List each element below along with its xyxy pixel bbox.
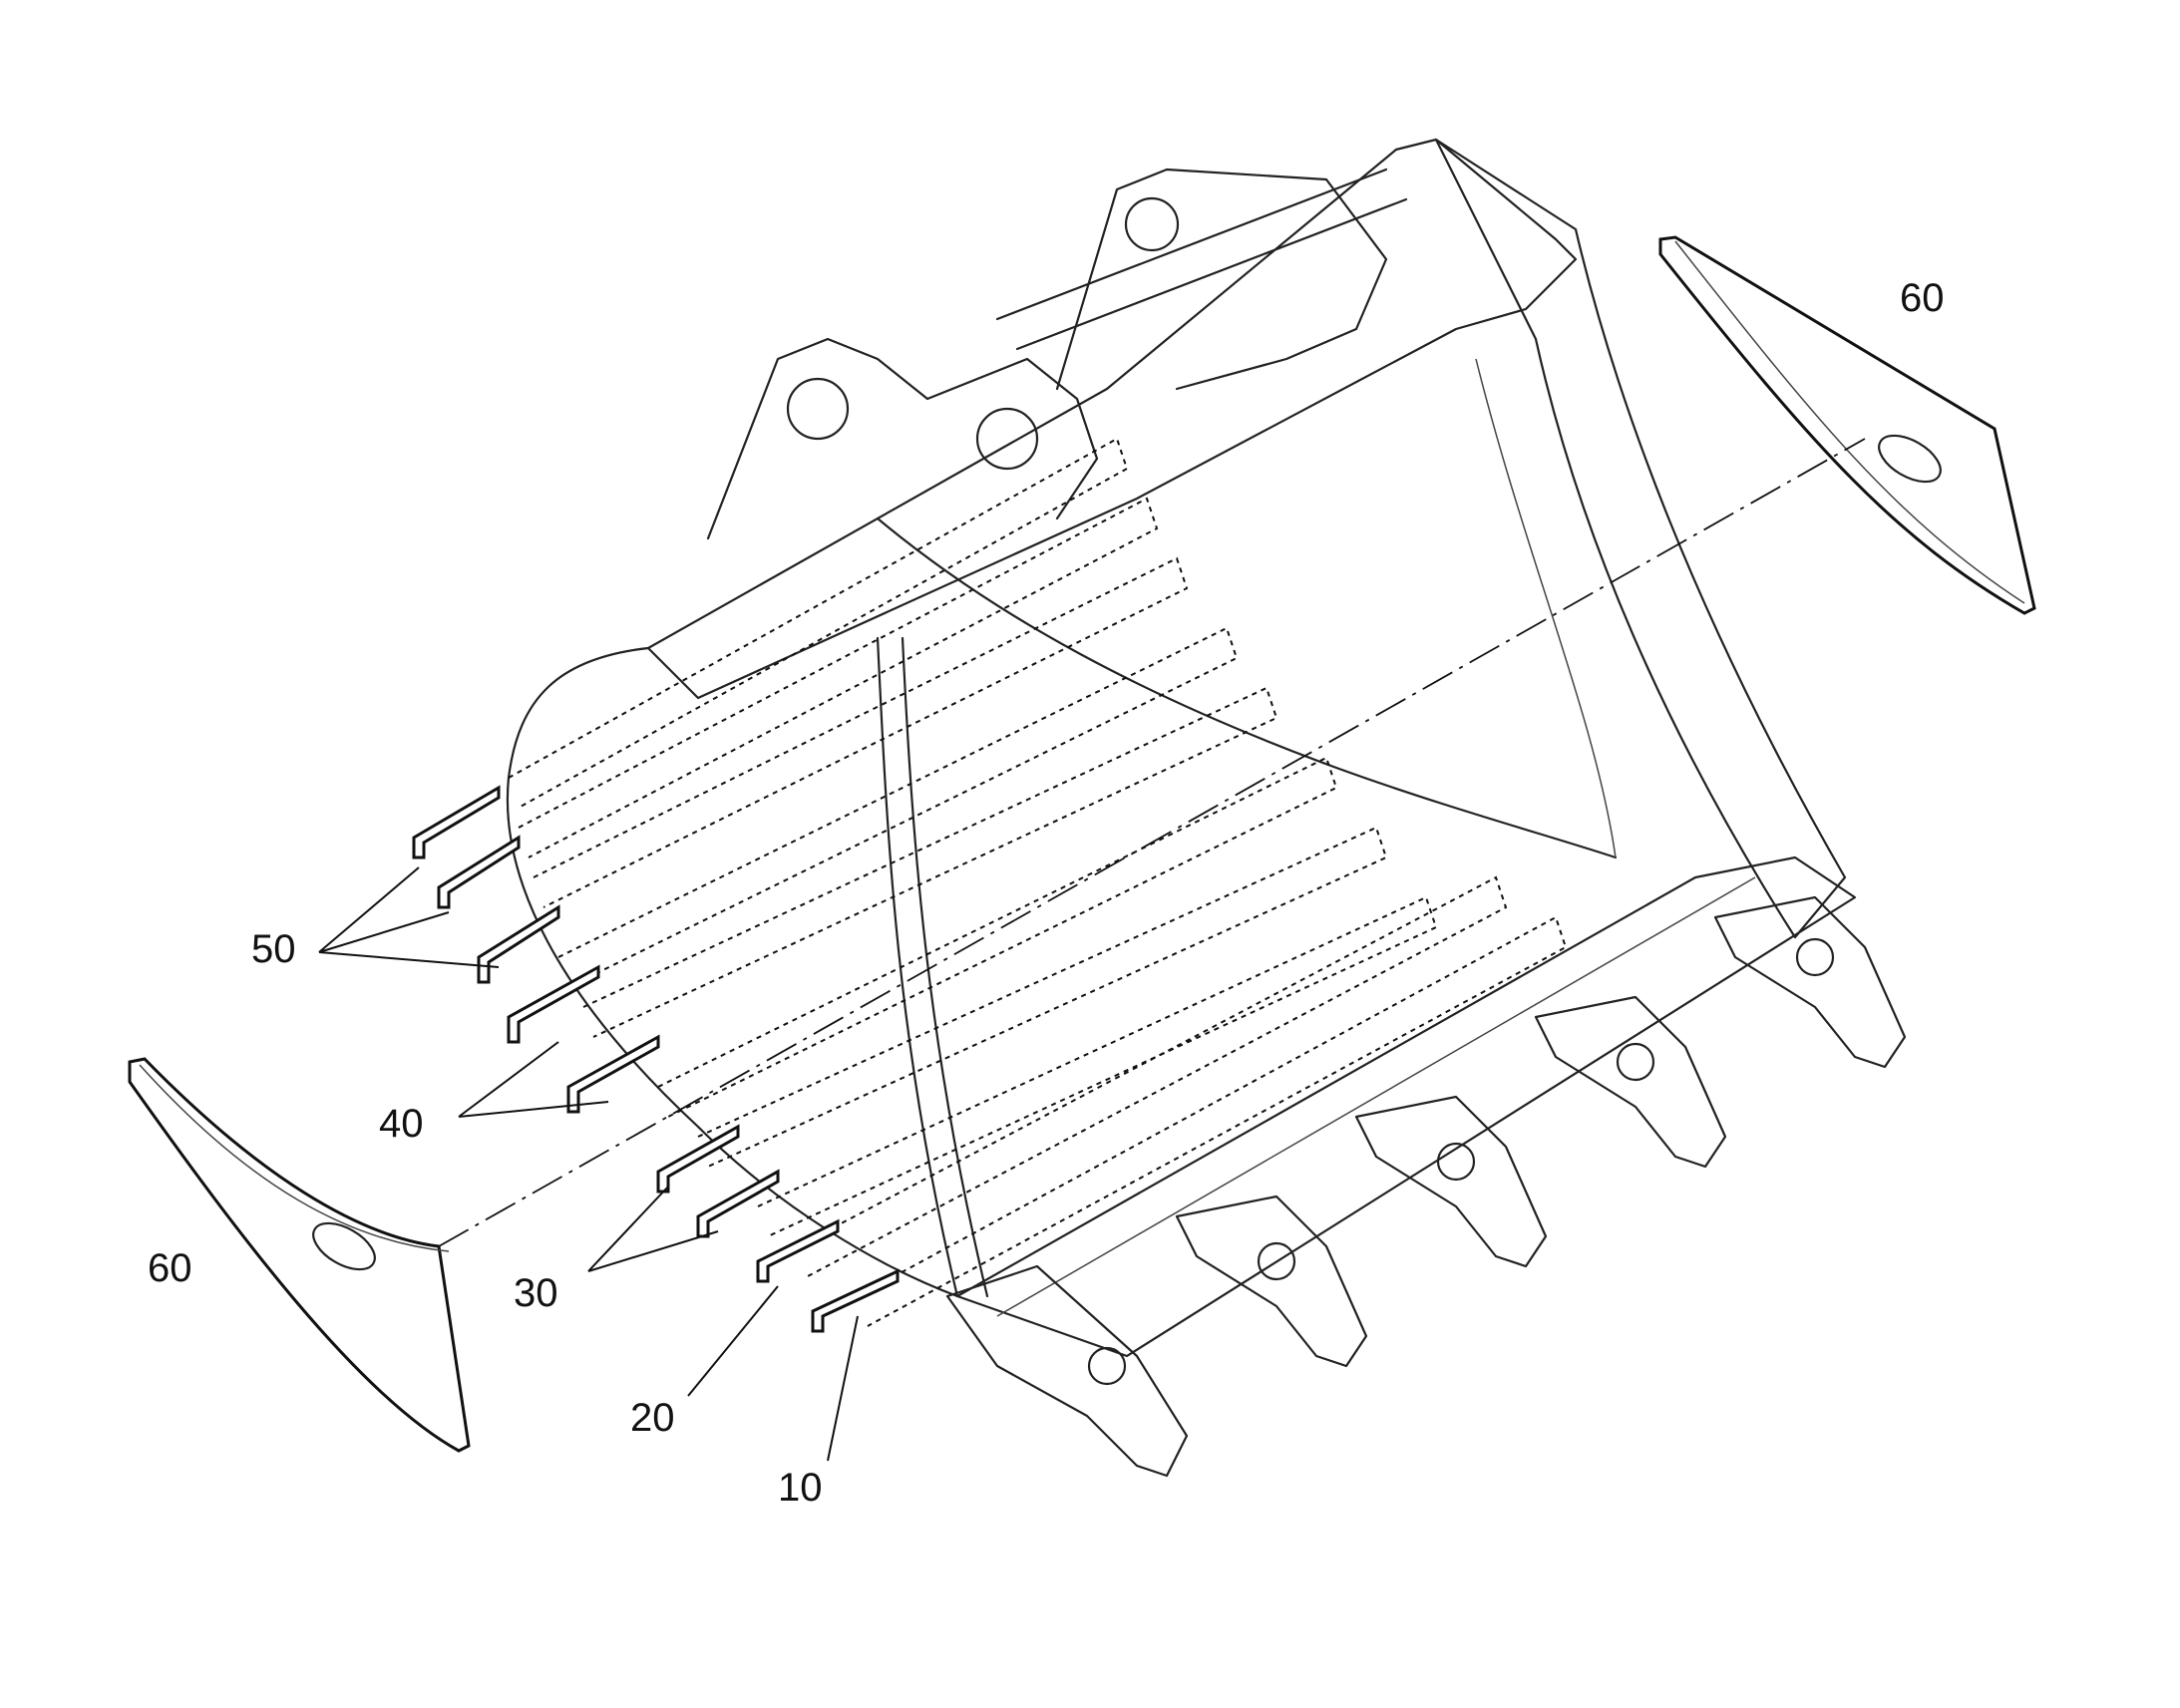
tooth-2 bbox=[1175, 1195, 1368, 1368]
label-30: 30 bbox=[514, 1271, 558, 1315]
liner-20 bbox=[756, 1218, 840, 1283]
side-plate-hole-left bbox=[312, 1221, 376, 1271]
reference-numerals: 50 40 30 20 10 60 60 bbox=[148, 276, 1945, 1510]
label-10: 10 bbox=[778, 1466, 823, 1510]
liner-projections bbox=[508, 437, 1568, 1327]
ear-hole-left bbox=[786, 377, 850, 441]
tooth-4 bbox=[1534, 995, 1727, 1169]
pin-center-line bbox=[438, 438, 1866, 1247]
leader-lines bbox=[318, 866, 859, 1462]
excavator-bucket bbox=[506, 138, 1857, 1358]
bucket-top-beam bbox=[646, 138, 1578, 700]
label-50: 50 bbox=[251, 927, 296, 971]
ear-hole-rear bbox=[1124, 196, 1180, 252]
side-plate-right bbox=[1658, 235, 2036, 615]
side-plate-hole-right bbox=[1878, 434, 1942, 484]
liner-30-a bbox=[656, 1124, 740, 1194]
side-plate-left bbox=[128, 1057, 471, 1453]
label-20: 20 bbox=[630, 1396, 675, 1440]
label-60-right: 60 bbox=[1900, 276, 1945, 320]
liner-50-b bbox=[437, 835, 521, 909]
bucket-teeth bbox=[945, 895, 1907, 1478]
pin-shaft bbox=[995, 168, 1408, 351]
tooth-5 bbox=[1713, 895, 1907, 1069]
tooth-3 bbox=[1354, 1095, 1548, 1268]
cutting-edge bbox=[955, 855, 1857, 1358]
liner-40-a bbox=[507, 964, 600, 1044]
bucket-back-curve bbox=[876, 516, 1618, 859]
liner-10 bbox=[811, 1268, 900, 1333]
tooth-1 bbox=[945, 1264, 1189, 1478]
liner-30-b bbox=[696, 1169, 780, 1238]
label-60-left: 60 bbox=[148, 1246, 192, 1290]
ear-hole-right bbox=[975, 407, 1039, 471]
liner-50-a bbox=[412, 785, 501, 859]
bucket-right-side-plate bbox=[1434, 138, 1847, 939]
liner-50-c bbox=[477, 904, 560, 984]
mounting-ear-rear bbox=[1055, 168, 1388, 391]
liner-40-b bbox=[566, 1034, 660, 1114]
mounting-ear-front bbox=[706, 337, 1099, 540]
label-40: 40 bbox=[379, 1102, 424, 1146]
liner-plates bbox=[412, 785, 900, 1333]
